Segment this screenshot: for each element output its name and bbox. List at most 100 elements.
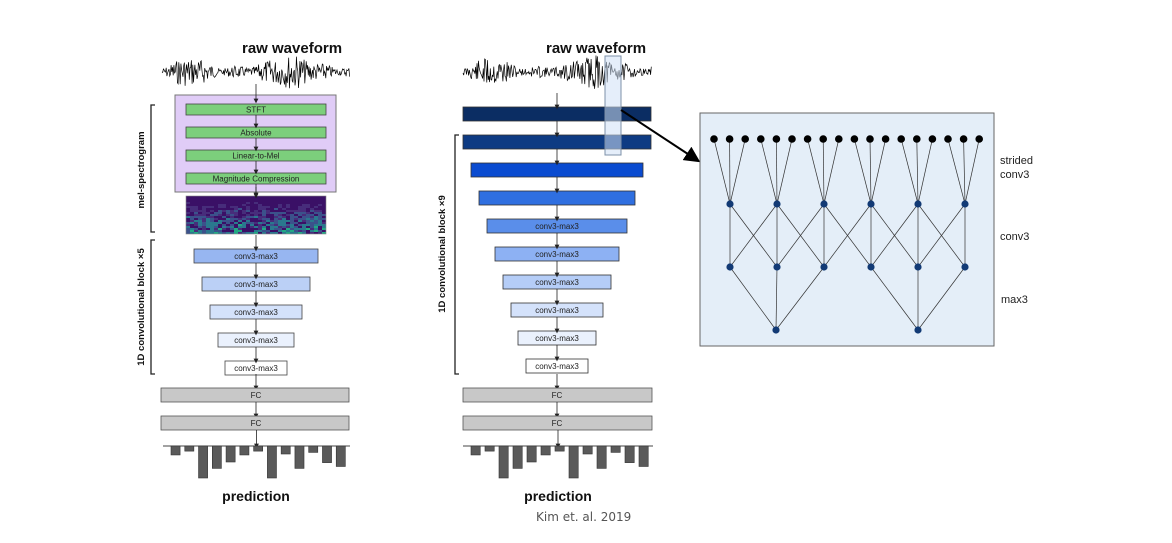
spectrogram-cell <box>302 226 306 228</box>
spectrogram-cell <box>310 232 314 234</box>
prediction-bar <box>212 445 222 469</box>
spectrogram-cell <box>270 212 274 214</box>
spectrogram-cell <box>250 222 254 224</box>
spectrogram-cell <box>190 232 194 234</box>
spectrogram-cell <box>314 224 318 226</box>
spectrogram-cell <box>242 226 246 228</box>
spectrogram-cell <box>262 226 266 228</box>
spectrogram-cell <box>286 230 290 232</box>
spectrogram-cell <box>238 224 242 226</box>
label-strided-conv3: conv3 <box>1000 169 1029 181</box>
spectrogram-cell <box>302 232 306 234</box>
right-conv-block <box>470 162 644 178</box>
input-node <box>866 135 874 143</box>
spectrogram-cell <box>282 220 286 222</box>
left-conv-block-label: conv3-max3 <box>234 252 278 261</box>
prediction-bar <box>280 445 291 455</box>
spectrogram-cell <box>302 228 306 230</box>
spectrogram-cell <box>222 232 226 234</box>
spectrogram-cell <box>258 212 262 214</box>
input-node <box>850 135 859 143</box>
spectrogram-cell <box>222 206 226 208</box>
prediction-bar <box>624 445 635 463</box>
input-node <box>928 135 937 143</box>
spectrogram-cell <box>198 216 202 218</box>
spectrogram-cell <box>294 228 298 230</box>
spectrogram-cell <box>218 204 222 206</box>
spectrogram-cell <box>258 208 262 210</box>
spectrogram-cell <box>286 206 290 208</box>
spectrogram-cell <box>274 220 278 222</box>
spectrogram-cell <box>266 224 270 226</box>
spectrogram-cell <box>242 212 246 214</box>
spectrogram-cell <box>242 232 246 234</box>
spectrogram-cell <box>214 222 218 224</box>
spectrogram-cell <box>310 208 314 210</box>
spectrogram-cell <box>186 230 190 232</box>
spectrogram-cell <box>214 232 218 234</box>
spectrogram-cell <box>282 224 286 226</box>
edge <box>947 138 966 205</box>
spectrogram-cell <box>290 232 294 234</box>
spectrogram-cell <box>274 232 278 234</box>
strided-conv-node <box>773 200 781 208</box>
prediction-bar <box>512 445 523 469</box>
prediction-bar <box>170 445 181 456</box>
spectrogram-cell <box>322 228 326 230</box>
spectrogram-cell <box>254 210 258 212</box>
spectrogram-cell <box>206 216 210 218</box>
spectrogram-cell <box>298 228 302 230</box>
spectrogram-cell <box>202 216 206 218</box>
edge <box>823 203 872 268</box>
spectrogram-cell <box>194 224 198 226</box>
spectrogram-cell <box>214 226 218 228</box>
spectrogram-cell <box>282 232 286 234</box>
spectrogram-cell <box>282 216 286 218</box>
edge <box>776 138 778 205</box>
spectrogram-cell <box>298 208 302 210</box>
spectrogram-cell <box>198 224 202 226</box>
edge <box>776 203 825 268</box>
spectrogram-cell <box>198 214 202 216</box>
right-conv-block <box>462 106 652 122</box>
spectrogram-cell <box>286 204 290 206</box>
conv-bracket-left-label: 1D convolutional block ×5 <box>136 248 147 366</box>
fc-layer-label: FC <box>552 391 563 400</box>
spectrogram-cell <box>210 228 214 230</box>
spectrogram-cell <box>278 230 282 232</box>
fc-layer-label: FC <box>251 419 262 428</box>
spectrogram-cell <box>186 216 190 218</box>
prediction-bar <box>610 445 621 453</box>
edge <box>917 203 966 268</box>
spectrogram-cell <box>294 222 298 224</box>
spectrogram-cell <box>234 214 238 216</box>
input-node <box>819 135 827 143</box>
fc-layer-label: FC <box>552 419 563 428</box>
spectrogram-cell <box>314 226 318 228</box>
spectrogram-cell <box>262 214 266 216</box>
prediction-bar <box>554 445 565 452</box>
spectrogram-cell <box>234 232 238 234</box>
spectrogram-cell <box>278 228 282 230</box>
left-conv-block-label: conv3-max3 <box>234 280 278 289</box>
spectrogram-cell <box>214 224 218 226</box>
spectrogram-cell <box>254 222 258 224</box>
conv-node <box>961 263 969 271</box>
spectrogram-cell <box>258 204 262 206</box>
edge <box>916 138 919 205</box>
spectrogram-cell <box>270 228 274 230</box>
spectrogram-cell <box>254 230 258 232</box>
spectrogram-cell <box>234 208 238 210</box>
spectrogram-cell <box>318 230 322 232</box>
spectrogram-cell <box>226 226 230 228</box>
spectrogram-cell <box>286 226 290 228</box>
spectrogram-cell <box>194 216 198 218</box>
spectrogram-cell <box>302 208 306 210</box>
spectrogram-cell <box>290 222 294 224</box>
spectrogram-cell <box>286 228 290 230</box>
spectrogram-cell <box>290 228 294 230</box>
spectrogram-cell <box>234 218 238 220</box>
strided-conv-node <box>914 200 922 208</box>
spectrogram-cell <box>230 228 234 230</box>
spectrogram-cell <box>318 214 322 216</box>
